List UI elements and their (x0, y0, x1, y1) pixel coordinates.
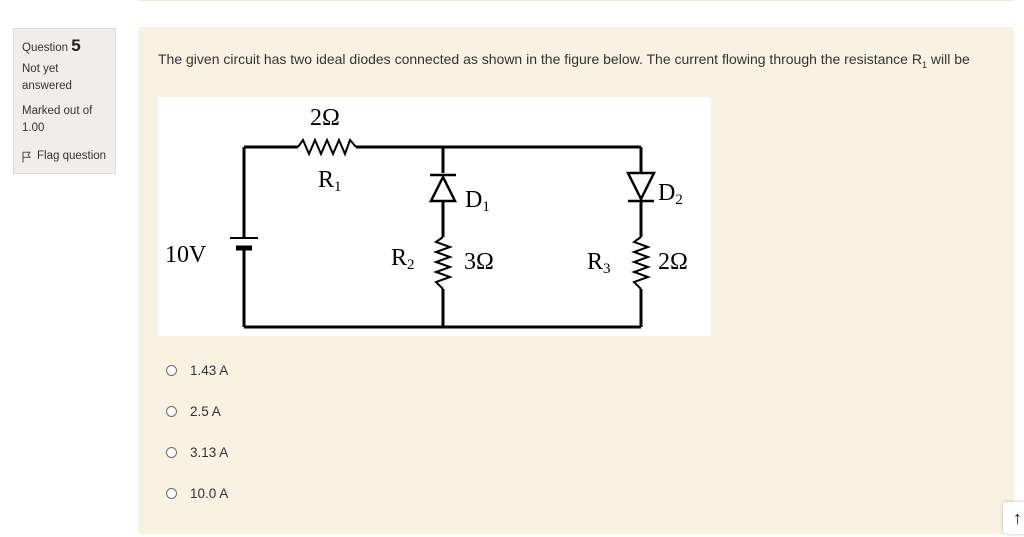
flag-question-label: Flag question (37, 150, 107, 162)
answer-option[interactable]: 2.5 A (166, 401, 228, 421)
r2-value-label: 3Ω (464, 249, 494, 275)
circuit-figure: 2Ω R1 D1 D2 10V R2 3Ω R3 2Ω (158, 97, 711, 336)
answer-option[interactable]: 3.13 A (166, 442, 228, 462)
source-voltage-label: 10V (165, 242, 207, 268)
radio-button[interactable] (166, 446, 177, 458)
question-info-panel: Question 5 Not yet answered Marked out o… (13, 28, 116, 174)
question-number-line: Question 5 (22, 37, 107, 57)
question-text-end: will be (926, 51, 970, 67)
question-text-main: The given circuit has two ideal diodes c… (158, 51, 922, 67)
d1-name-label: D1 (465, 187, 490, 215)
r2-name-label: R2 (391, 245, 415, 273)
battery-symbol (230, 237, 258, 251)
answer-options: 1.43 A 2.5 A 3.13 A 10.0 A (166, 360, 228, 524)
top-divider (138, 0, 1014, 1)
answer-label: 1.43 A (190, 362, 229, 378)
answer-label: 2.5 A (190, 403, 221, 419)
resistor-r2 (433, 236, 453, 290)
r3-value-label: 2Ω (658, 249, 688, 275)
question-text-subscript: 1 (921, 59, 927, 70)
answer-option[interactable]: 10.0 A (166, 483, 228, 503)
circuit-diagram: 2Ω R1 D1 D2 10V R2 3Ω R3 2Ω (165, 105, 688, 329)
d2-name-label: D2 (658, 180, 683, 208)
r1-value-label: 2Ω (310, 105, 340, 131)
diode-d1 (428, 173, 458, 203)
r1-name-label: R1 (318, 167, 342, 195)
question-content: The given circuit has two ideal diodes c… (138, 27, 1014, 534)
question-number: 5 (71, 36, 81, 55)
diode-d2 (625, 171, 657, 203)
r3-name-label: R3 (587, 249, 611, 277)
radio-button[interactable] (166, 487, 177, 499)
question-state: Not yet answered (22, 63, 72, 92)
answer-label: 3.13 A (190, 444, 229, 460)
flag-question-link[interactable]: Flag question (22, 148, 107, 165)
question-label: Question (22, 42, 69, 54)
back-to-top-button[interactable]: ↑ (1003, 502, 1024, 534)
resistor-r3 (631, 236, 651, 290)
question-grade: Marked out of 1.00 (22, 105, 93, 134)
radio-button[interactable] (166, 364, 177, 376)
answer-label: 10.0 A (190, 485, 229, 501)
question-text: The given circuit has two ideal diodes c… (158, 49, 998, 76)
answer-option[interactable]: 1.43 A (166, 360, 228, 380)
arrow-up-icon: ↑ (1013, 508, 1022, 528)
flag-icon (22, 151, 31, 162)
resistor-r1 (297, 137, 357, 157)
radio-button[interactable] (166, 405, 177, 417)
